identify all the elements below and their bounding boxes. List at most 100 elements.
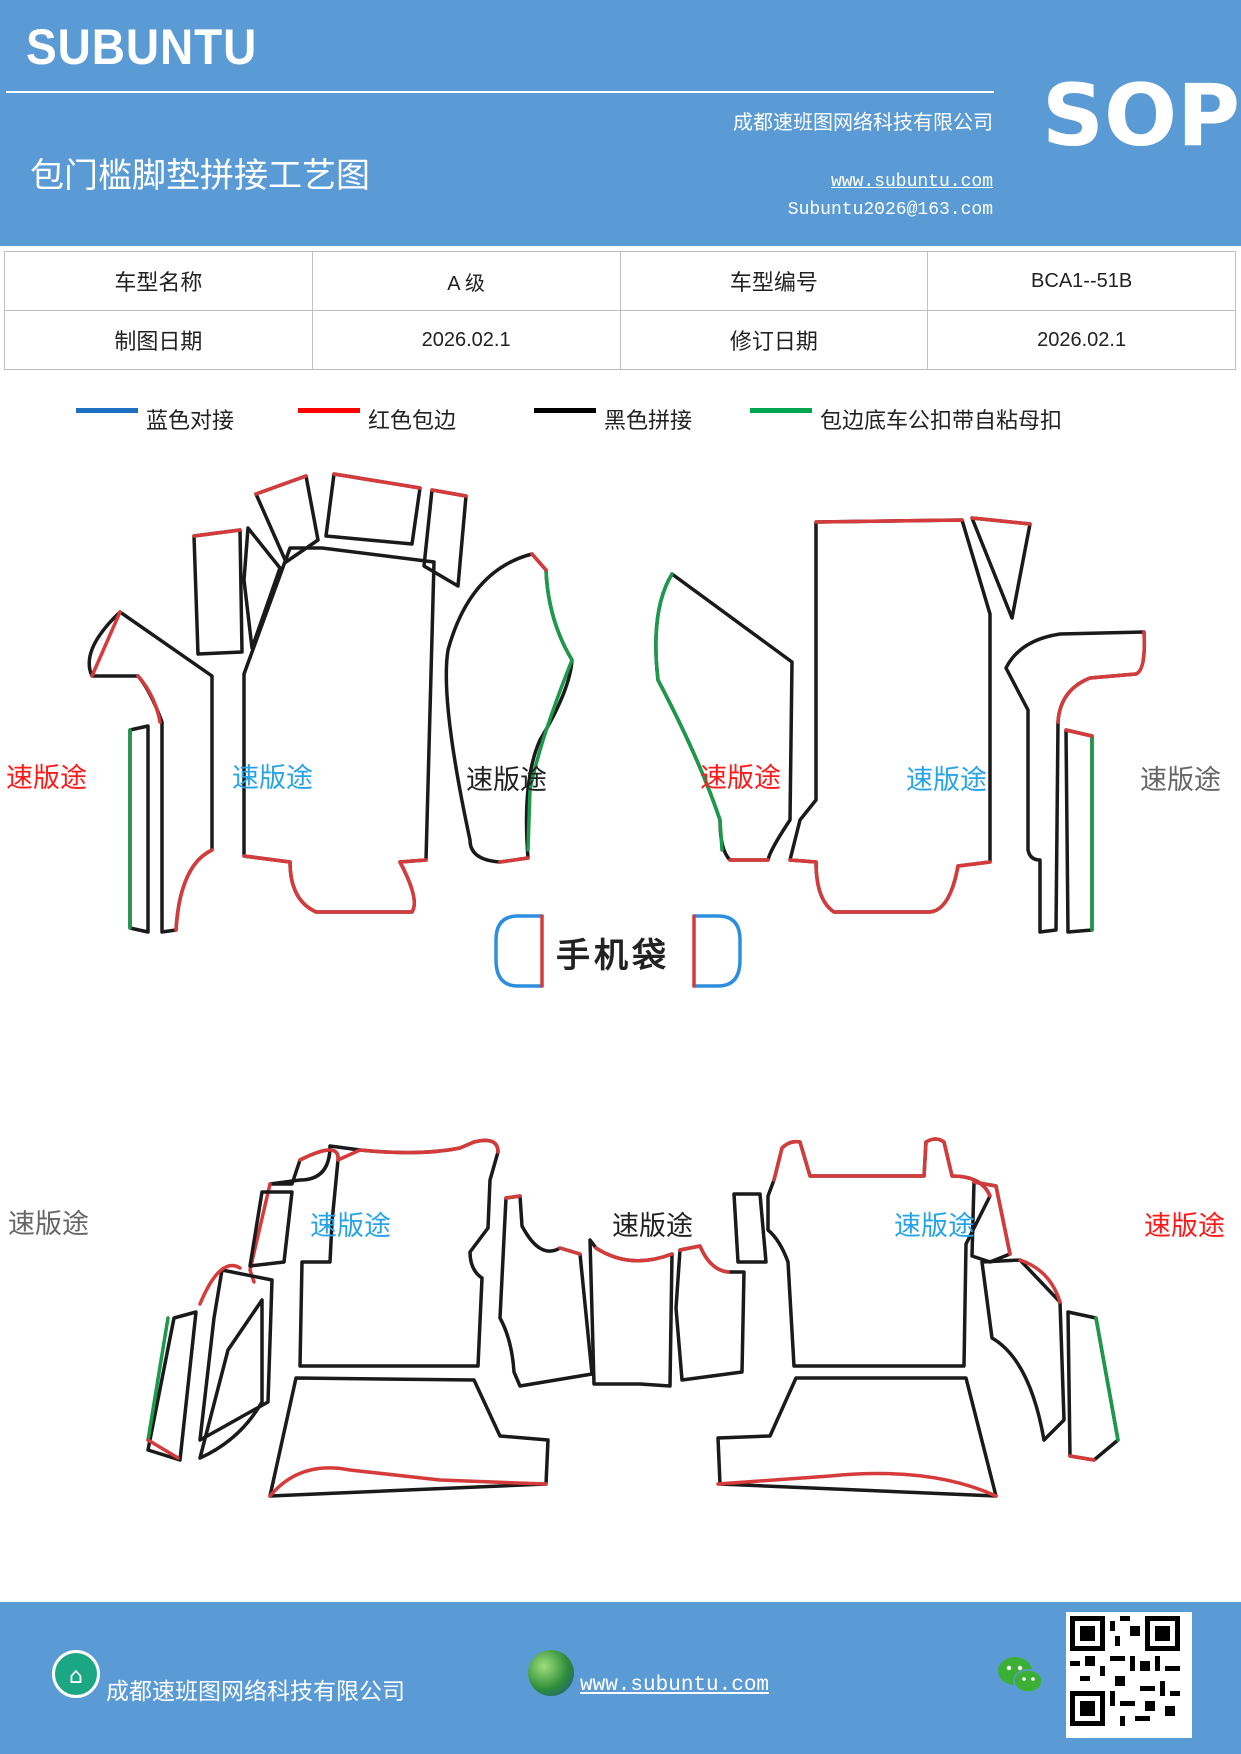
edge-red — [254, 474, 308, 496]
legend-swatch-red — [298, 407, 360, 413]
mat-top-left — [87, 472, 574, 934]
mat-piece — [198, 1268, 274, 1442]
footer-website-link[interactable]: www.subuntu.com — [580, 1674, 770, 1697]
table-cell: 2026.02.1 — [311, 310, 621, 370]
edge-red — [192, 528, 242, 538]
table-row: 车型名称 A 级 车型编号 BCA1--51B — [4, 251, 1236, 311]
mat-piece — [198, 1298, 264, 1460]
edge-red — [332, 472, 422, 490]
mat-piece — [146, 1310, 198, 1462]
mat-piece — [716, 1376, 998, 1498]
edge-red — [970, 516, 1032, 526]
home-icon: ⌂ — [52, 1650, 100, 1698]
mat-piece — [788, 518, 992, 914]
page-title: 包门槛脚垫拼接工艺图 — [30, 156, 370, 196]
edge-red — [972, 1180, 1012, 1256]
header-banner: SUBUNTU 成都速班图网络科技有限公司 包门槛脚垫拼接工艺图 www.sub… — [0, 0, 1241, 246]
mat-bottom-left — [146, 1138, 594, 1498]
edge-red — [504, 1194, 582, 1256]
mat-piece — [1066, 1310, 1120, 1462]
mat-label: 速版途 — [466, 765, 547, 796]
mat-piece — [980, 1258, 1066, 1442]
mat-piece — [1004, 630, 1147, 934]
legend-swatch-green — [750, 407, 812, 413]
company-name: 成都速班图网络科技有限公司 — [733, 110, 993, 134]
mat-top-right — [654, 516, 1147, 934]
legend-label: 黑色拼接 — [604, 409, 693, 434]
edge-green — [526, 568, 574, 852]
table-cell: BCA1--51B — [927, 251, 1236, 311]
sop-badge: SOP — [1042, 66, 1241, 166]
mat-piece — [674, 1244, 746, 1382]
mat-piece — [128, 724, 150, 934]
legend-label: 包边底车公扣带自粘母扣 — [820, 409, 1063, 434]
edge-red — [268, 1466, 548, 1498]
mat-piece — [248, 1190, 294, 1268]
mat-piece — [766, 1137, 992, 1368]
mat-label: 速版途 — [906, 765, 987, 796]
edge-red — [594, 1246, 674, 1263]
mat-label: 速版途 — [310, 1211, 391, 1242]
mat-piece — [268, 1138, 500, 1368]
edge-red — [248, 1138, 500, 1284]
edge-red — [678, 1244, 730, 1274]
mat-label: 速版途 — [1140, 765, 1221, 796]
mat-label: 速版途 — [1144, 1211, 1225, 1242]
legend-item-green: 包边底车公扣带自粘母扣 — [750, 404, 1062, 434]
edge-green — [146, 1316, 170, 1442]
mat-label: 速版途 — [700, 763, 781, 794]
phone-bag-diagram — [494, 914, 742, 988]
edge-red — [498, 552, 548, 864]
mat-piece — [192, 528, 244, 656]
mat-piece — [970, 516, 1032, 620]
qr-code[interactable] — [1066, 1612, 1192, 1738]
table-cell: A 级 — [311, 251, 621, 311]
mat-label: 速版途 — [8, 1209, 89, 1240]
globe-icon — [528, 1650, 574, 1696]
table-cell: 2026.02.1 — [927, 310, 1236, 370]
legend-label: 红色包边 — [368, 409, 457, 434]
edge-red — [242, 854, 428, 914]
edge-red — [146, 1438, 180, 1460]
mat-label: 速版途 — [894, 1211, 975, 1242]
edge-red — [1056, 630, 1147, 724]
brand-logo: SUBUNTU — [26, 19, 258, 75]
legend-item-black: 黑色拼接 — [534, 404, 692, 434]
legend-item-red: 红色包边 — [298, 404, 456, 434]
phone-bag-right — [692, 914, 742, 988]
mat-piece — [1064, 728, 1094, 934]
edge-red — [1018, 1258, 1062, 1304]
mat-piece — [87, 610, 214, 934]
edge-red — [716, 1471, 998, 1498]
website-link[interactable]: www.subuntu.com — [830, 172, 993, 192]
table-cell: 制图日期 — [4, 310, 313, 370]
edge-red — [198, 1263, 242, 1306]
mat-bottom-right — [716, 1137, 1120, 1498]
mat-piece — [498, 1194, 594, 1388]
edge-red — [1068, 1454, 1096, 1462]
info-table: 车型名称 A 级 车型编号 BCA1--51B 制图日期 2026.02.1 修… — [4, 251, 1236, 370]
edge-red — [788, 518, 992, 914]
footer-company: 成都速班图网络科技有限公司 — [106, 1679, 405, 1705]
mat-piece — [242, 526, 282, 650]
header-divider — [6, 91, 994, 93]
email-address: Subuntu2026@163.com — [787, 200, 993, 220]
table-cell: 车型编号 — [619, 251, 929, 311]
qr-code-icon — [1070, 1616, 1180, 1726]
legend-swatch-black — [534, 407, 596, 413]
table-cell: 修订日期 — [619, 310, 929, 370]
legend-item-blue: 蓝色对接 — [76, 404, 234, 434]
wechat-icon — [998, 1657, 1043, 1693]
table-cell: 车型名称 — [4, 251, 313, 311]
legend-label: 蓝色对接 — [146, 409, 235, 434]
mat-piece — [422, 488, 468, 588]
mat-piece — [242, 546, 436, 914]
mat-label: 速版途 — [612, 1211, 693, 1242]
phone-bag-label: 手机袋 — [556, 936, 670, 976]
edge-red — [1064, 728, 1094, 738]
legend-swatch-blue — [76, 407, 138, 413]
mat-label: 速版途 — [232, 763, 313, 794]
mat-piece — [732, 1192, 768, 1264]
table-row: 制图日期 2026.02.1 修订日期 2026.02.1 — [4, 310, 1236, 370]
